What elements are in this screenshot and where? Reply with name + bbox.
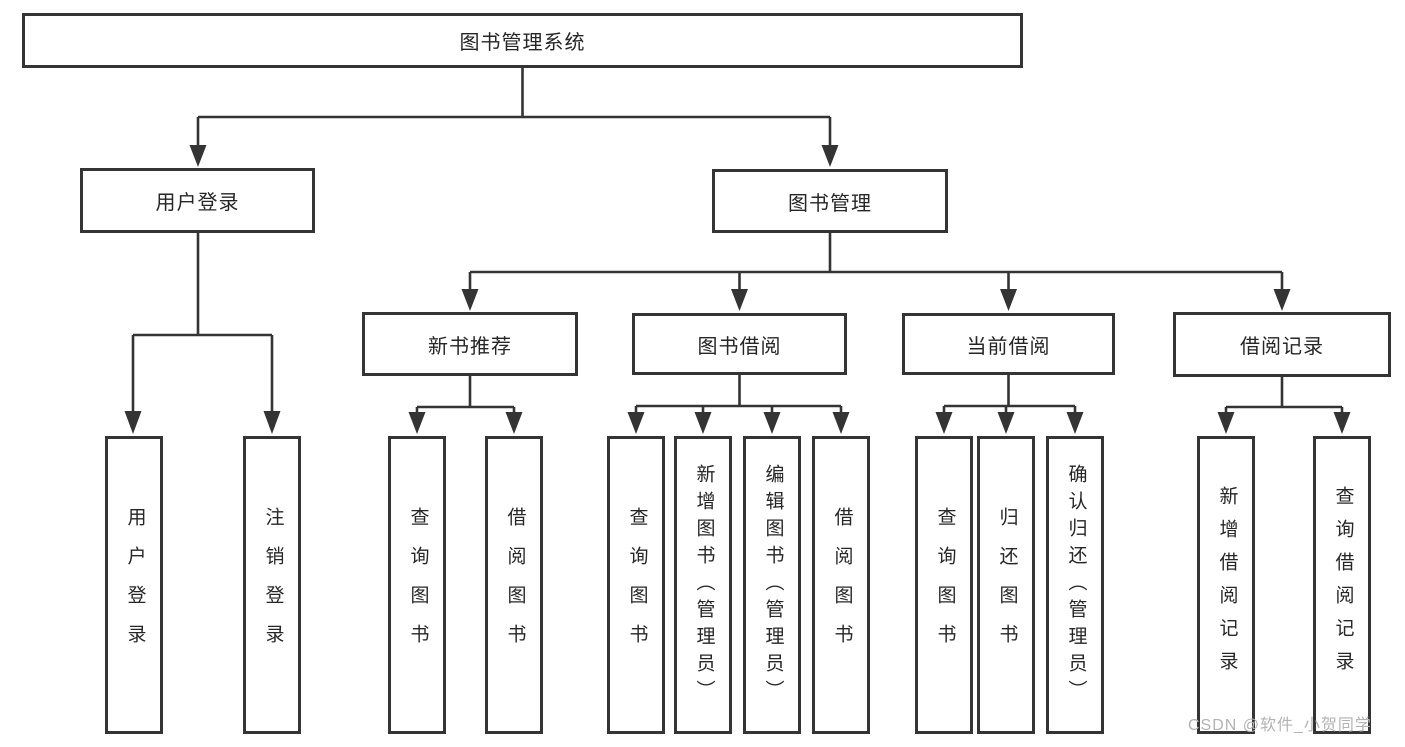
leaf-query-borrow-record: 查询借阅记录 [1313, 436, 1371, 734]
arrow-head [408, 412, 426, 434]
leaf-label: 借阅图书 [504, 507, 526, 663]
arrow-head [1217, 412, 1235, 434]
node-library-management-system: 图书管理系统 [22, 13, 1023, 68]
node-label: 图书管理系统 [459, 32, 586, 54]
arrow-head [1066, 412, 1084, 434]
watermark: CSDN @软件_小贺同学 [1188, 717, 1372, 734]
node-label: 图书借阅 [697, 335, 782, 358]
node-current-borrow: 当前借阅 [902, 313, 1115, 375]
leaf-label: 借阅图书 [831, 507, 853, 663]
node-label: 新书推荐 [428, 335, 512, 358]
leaf-label: 新增借阅记录 [1216, 486, 1238, 684]
arrow-head [189, 145, 207, 167]
arrow-head [461, 289, 479, 311]
leaf-query-books-1: 查询图书 [388, 436, 446, 734]
arrow-head [263, 411, 281, 434]
connector-borrow-records-to-leaves [1224, 377, 1344, 420]
node-book-management: 图书管理 [712, 169, 948, 233]
arrow-head [124, 411, 142, 434]
node-borrow-records: 借阅记录 [1173, 312, 1391, 377]
leaf-label: 注销登录 [262, 507, 284, 663]
leaf-add-borrow-record: 新增借阅记录 [1197, 436, 1255, 734]
connector-new-book-recommend-to-leaves [415, 376, 516, 420]
leaf-edit-book-admin: 编辑图书（管理员） [743, 436, 801, 734]
arrow-head [627, 412, 645, 434]
leaf-label: 查询图书 [934, 507, 956, 663]
arrow-head [821, 145, 839, 167]
leaf-label: 新增图书（管理员） [693, 463, 715, 707]
connector-book-management-to-level2 [468, 233, 1284, 295]
leaf-label: 用户登录 [124, 507, 146, 663]
arrow-head [1273, 289, 1291, 311]
connector-book-borrow-to-leaves [634, 375, 843, 420]
connector-user-login-to-leaves [131, 233, 274, 418]
leaf-query-books-2: 查询图书 [607, 436, 665, 734]
leaf-borrow-books-2: 借阅图书 [812, 436, 870, 734]
leaf-query-books-3: 查询图书 [915, 436, 973, 734]
arrow-head [505, 412, 523, 434]
leaf-user-login: 用户登录 [105, 436, 163, 734]
node-label: 借阅记录 [1240, 336, 1324, 358]
leaf-return-book: 归还图书 [977, 436, 1035, 734]
arrow-head [1333, 412, 1351, 434]
node-new-book-recommend: 新书推荐 [362, 312, 578, 376]
arrow-head [763, 412, 781, 434]
node-user-login: 用户登录 [80, 168, 315, 233]
leaf-label: 查询图书 [407, 507, 429, 663]
arrow-head [694, 412, 712, 434]
arrow-head [997, 412, 1015, 434]
arrow-head [935, 412, 953, 434]
leaf-logout: 注销登录 [243, 436, 301, 734]
arrow-head [1000, 289, 1017, 311]
leaf-add-book-admin: 新增图书（管理员） [674, 436, 732, 734]
arrow-heads [124, 145, 1351, 434]
node-label: 当前借阅 [966, 335, 1051, 358]
leaf-borrow-books-1: 借阅图书 [485, 436, 543, 734]
node-label: 图书管理 [788, 192, 872, 215]
arrow-head [731, 289, 748, 311]
leaf-label: 确认归还（管理员） [1065, 463, 1087, 707]
connector-root-to-level1 [196, 68, 832, 150]
leaf-label: 查询借阅记录 [1332, 486, 1354, 684]
node-book-borrow: 图书借阅 [632, 313, 847, 375]
leaf-confirm-return-admin: 确认归还（管理员） [1046, 436, 1104, 734]
leaf-label: 查询图书 [626, 507, 648, 663]
node-label: 用户登录 [155, 192, 240, 214]
leaf-label: 归还图书 [996, 507, 1018, 663]
leaf-label: 编辑图书（管理员） [762, 463, 784, 707]
arrow-head [832, 412, 850, 434]
